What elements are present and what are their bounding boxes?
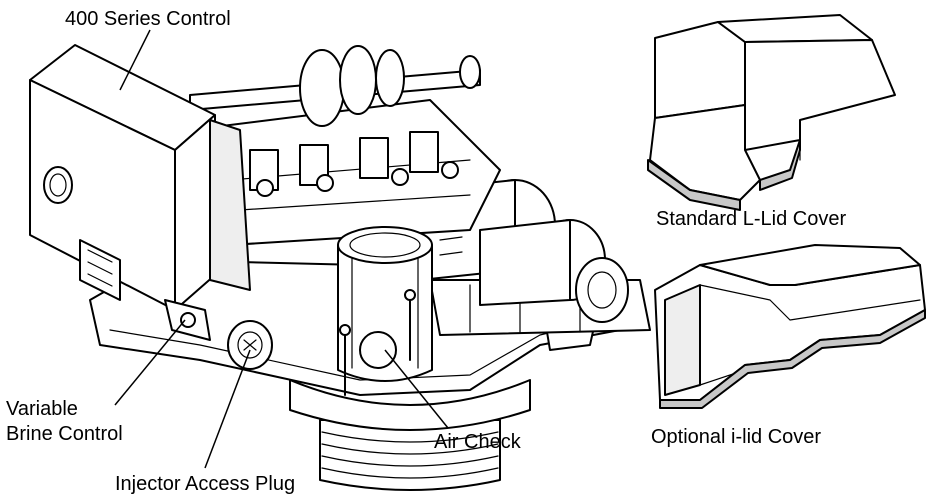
threaded-base — [289, 379, 531, 491]
leader-injector-plug — [204, 349, 251, 469]
cam-assembly — [189, 45, 501, 246]
control-valve-drawing — [29, 44, 651, 491]
air-check-cylinder — [337, 226, 433, 396]
leader-lines — [114, 29, 449, 469]
leader-variable-brine — [114, 319, 186, 406]
leader-series-control — [119, 29, 151, 91]
injector-plug — [227, 320, 273, 370]
label-injector-access-plug: Injector Access Plug — [115, 473, 296, 495]
control-housing — [29, 44, 251, 311]
label-variable-brine-line2: Brine Control — [6, 423, 123, 445]
optional-lid-drawing — [654, 244, 926, 409]
label-variable-brine-line1: Variable — [6, 398, 78, 420]
label-air-check: Air Check — [434, 431, 521, 453]
label-series-control: 400 Series Control — [65, 8, 231, 30]
label-optional-lid: Optional i-lid Cover — [651, 426, 822, 448]
label-standard-lid: Standard L-Lid Cover — [656, 208, 847, 230]
leader-air-check — [384, 349, 449, 429]
standard-lid-drawing — [647, 14, 896, 211]
